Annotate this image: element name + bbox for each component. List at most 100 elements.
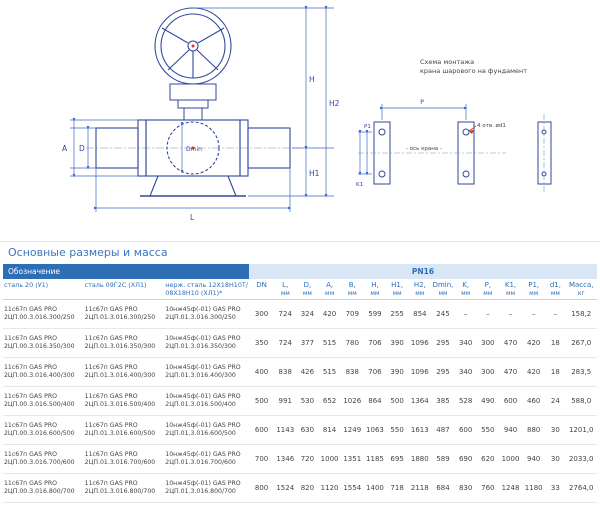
value-cell: 550 [476,415,499,445]
value-cell: 599 [363,299,387,329]
value-cell: 267,0 [565,328,597,358]
column-header-h2: H2,мм [408,279,432,300]
value-cell: 800 [248,473,275,503]
value-cell: 589 [431,444,455,474]
foundation-scheme: Схема монтажа крана шарового на фундамен… [356,58,552,192]
value-cell: 470 [498,357,523,387]
scheme-label-p1: P1 [364,124,371,130]
value-cell: 420 [522,328,546,358]
value-cell: 300 [248,299,275,329]
value-cell: 340 [454,328,477,358]
value-cell: – [498,299,523,329]
value-cell: 1063 [363,415,387,445]
value-cell: 600 [454,415,477,445]
value-cell: 600 [248,415,275,445]
value-cell: 760 [476,473,499,503]
value-cell: 515 [318,328,341,358]
value-cell: 2118 [408,473,432,503]
column-header-steel20: сталь 20 (У1) [3,279,84,300]
value-cell: 33 [545,473,566,503]
column-header-p1: P1,мм [522,279,546,300]
value-cell: 300 [476,328,499,358]
value-cell: 2764,0 [565,473,597,503]
value-cell: 255 [386,299,409,329]
value-cell: 487 [431,415,455,445]
value-cell: 864 [363,386,387,416]
column-header-dn: DN [248,279,275,300]
value-cell: 1249 [340,415,364,445]
value-cell: 550 [386,415,409,445]
value-cell: 530 [296,386,319,416]
value-cell: 1346 [274,444,297,474]
ball-center-mark [191,146,195,150]
value-cell: 420 [318,299,341,329]
column-header-d: D,мм [296,279,319,300]
value-cell: 295 [431,328,455,358]
column-header-dmin: Dmin,мм [431,279,455,300]
value-cell: 1000 [318,444,341,474]
value-cell: 2033,0 [565,444,597,474]
value-cell: 18 [545,357,566,387]
value-cell: 24 [545,386,566,416]
value-cell: 1400 [363,473,387,503]
value-cell: 30 [545,415,566,445]
value-cell: 690 [454,444,477,474]
column-header-b: B,мм [340,279,364,300]
section-title: Основные размеры и масса [8,246,168,259]
value-cell: 295 [431,357,455,387]
value-cell: 385 [431,386,455,416]
value-cell: 720 [296,444,319,474]
value-cell: 340 [454,357,477,387]
value-cell: 1096 [408,328,432,358]
value-cell: 1613 [408,415,432,445]
dim-label-dmin: Dmin [186,146,202,153]
value-cell: 1180 [522,473,546,503]
value-cell: 300 [476,357,499,387]
column-header-k1: K1,мм [498,279,523,300]
column-header-k: K,мм [454,279,477,300]
value-cell: 940 [498,415,523,445]
value-cell: 420 [522,357,546,387]
value-cell: 684 [431,473,455,503]
value-cell: 1554 [340,473,364,503]
column-header-steel09g2s: сталь 09Г2С (ХЛ1) [83,279,165,300]
scheme-holes-label: 4 отв. ød1 [477,123,506,129]
value-cell: 283,5 [565,357,597,387]
value-cell: 1120 [318,473,341,503]
value-cell: 991 [274,386,297,416]
value-cell: 390 [386,328,409,358]
value-cell: 1000 [498,444,523,474]
pn-header: PN16 [248,264,597,279]
value-cell: 706 [363,357,387,387]
dim-label-h2: H2 [329,99,340,108]
value-cell: 1364 [408,386,432,416]
value-cell: 500 [386,386,409,416]
dimensions-table: Обозначение PN16 сталь 20 (У1) сталь 09Г… [3,264,597,503]
valve-body [95,119,291,197]
column-header-h1: H1,мм [386,279,409,300]
column-header-масса: Масса,кг [565,279,597,300]
scheme-title-line1: Схема монтажа [420,58,474,66]
dim-label-l: L [190,213,195,222]
value-cell: 700 [248,444,275,474]
value-cell: 838 [274,357,297,387]
value-cell: 470 [498,328,523,358]
